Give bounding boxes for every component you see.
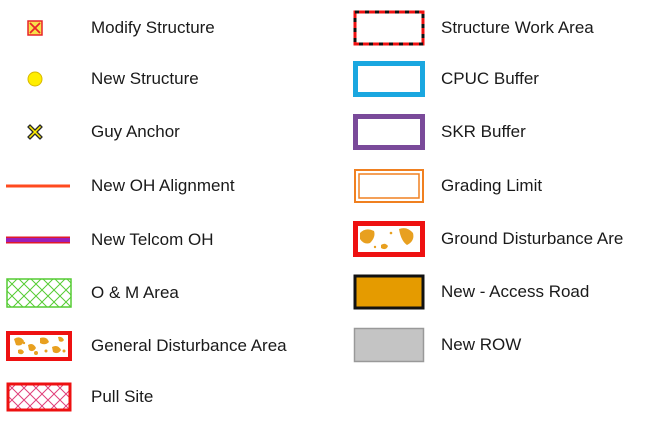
legend-item-new-telcom-oh: New Telcom OH <box>0 225 330 255</box>
legend-item-new-access-road: New - Access Road <box>350 274 670 310</box>
legend-item-new-oh-alignment: New OH Alignment <box>0 171 330 201</box>
legend-item-new-row: New ROW <box>350 327 670 363</box>
pull-site-hatch-icon <box>6 382 72 412</box>
legend-label: Grading Limit <box>441 176 543 195</box>
legend-label: Modify Structure <box>91 18 215 37</box>
legend-label: O & M Area <box>91 283 179 302</box>
circle-marker-icon <box>27 71 43 87</box>
row-box-icon <box>353 327 425 363</box>
crosshatch-box-icon <box>6 278 72 308</box>
double-outline-box-icon <box>354 169 424 203</box>
legend-label: CPUC Buffer <box>441 69 539 88</box>
legend-item-structure-work-area: Structure Work Area <box>350 10 670 46</box>
access-road-box-icon <box>353 274 425 310</box>
legend-item-general-disturbance-area: General Disturbance Area <box>0 331 340 361</box>
telcom-line-symbol-icon <box>6 236 70 244</box>
legend-label: General Disturbance Area <box>91 336 287 355</box>
legend-item-ground-disturbance-area: Ground Disturbance Are <box>350 221 670 257</box>
legend-label: Guy Anchor <box>91 122 180 141</box>
legend-label: New Structure <box>91 69 199 88</box>
outline-box-icon <box>353 114 425 150</box>
modify-structure-icon <box>27 20 43 36</box>
guy-anchor-x-icon <box>27 124 43 140</box>
legend-item-o-m-area: O & M Area <box>0 278 330 308</box>
legend-label: SKR Buffer <box>441 122 526 141</box>
legend-item-grading-limit: Grading Limit <box>350 168 670 203</box>
legend-item-guy-anchor: Guy Anchor <box>0 117 330 147</box>
legend-label: Structure Work Area <box>441 18 594 37</box>
legend-item-cpuc-buffer: CPUC Buffer <box>350 61 670 97</box>
legend-label: New - Access Road <box>441 282 590 301</box>
legend-label: New Telcom OH <box>91 230 214 249</box>
legend-item-skr-buffer: SKR Buffer <box>350 114 670 150</box>
blob-box-icon <box>353 221 425 257</box>
legend-label: Ground Disturbance Are <box>441 229 624 248</box>
dashed-box-icon <box>353 10 425 46</box>
legend-item-pull-site: Pull Site <box>0 382 330 412</box>
legend-label: Pull Site <box>91 387 154 406</box>
outline-box-icon <box>353 61 425 97</box>
line-symbol-icon <box>6 184 70 188</box>
legend-item-modify-structure: Modify Structure <box>0 13 330 43</box>
legend-item-new-structure: New Structure <box>0 64 330 94</box>
legend-label: New OH Alignment <box>91 176 235 195</box>
speckle-box-icon <box>6 331 72 361</box>
legend-label: New ROW <box>441 335 522 354</box>
